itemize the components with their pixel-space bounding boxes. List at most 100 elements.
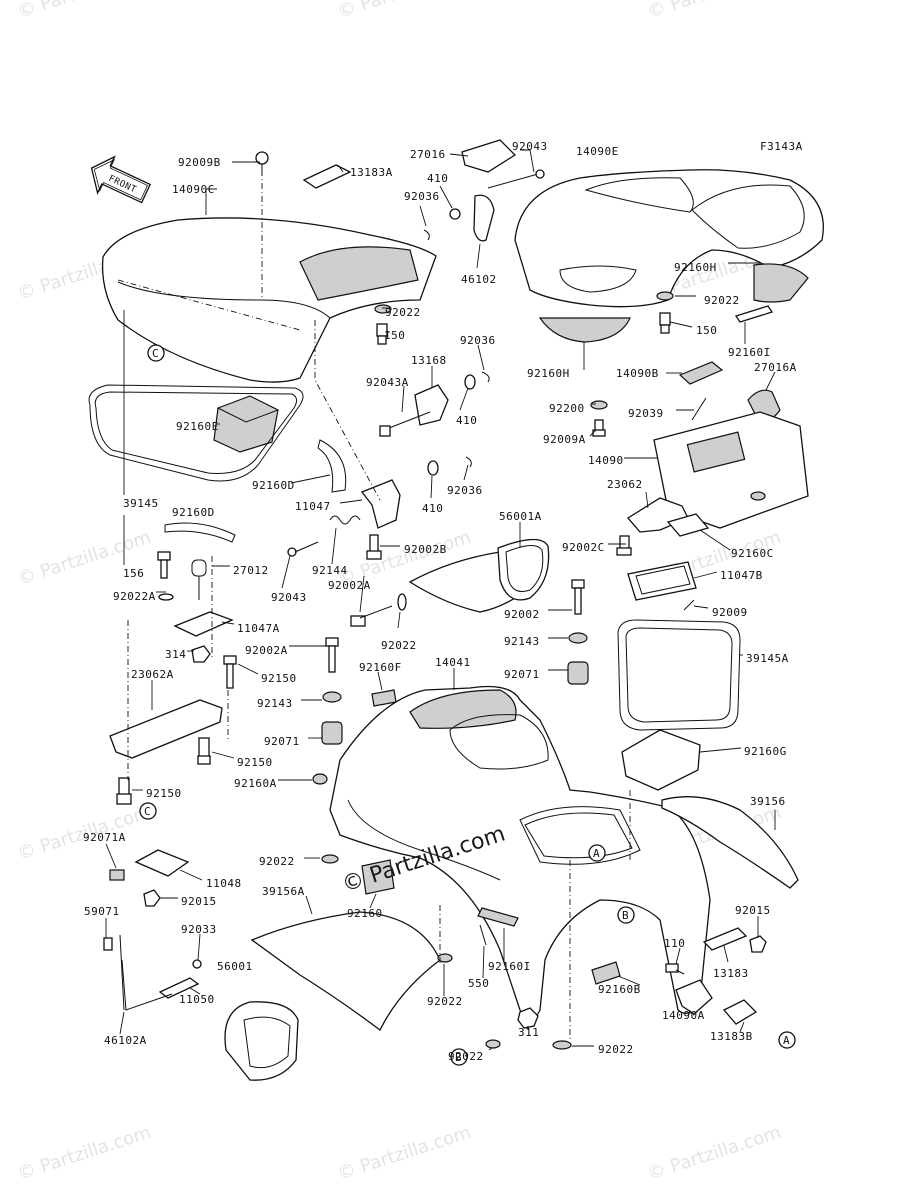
bracket-14090a	[675, 979, 713, 1015]
part-label: 11050	[179, 993, 215, 1006]
part-label: 23062	[607, 478, 643, 491]
frame-11047b	[627, 561, 697, 601]
part-label: 11047B	[720, 569, 763, 582]
clip-92036b	[481, 371, 490, 383]
part-label: 92009	[712, 606, 748, 619]
part-label: 92036	[460, 334, 496, 347]
washer-92022c	[656, 291, 674, 301]
pad-14090b	[678, 361, 724, 385]
bolt-92002b-icon	[366, 534, 382, 560]
washer-410b	[464, 374, 476, 390]
part-label: 14090E	[576, 145, 619, 158]
part-label: 92150	[237, 756, 273, 769]
watermark-text: © Partzilla.com	[645, 1122, 784, 1185]
callout-a2-icon: A	[778, 1031, 796, 1049]
bolt-92002a-icon	[350, 605, 393, 627]
pad-92160h-b	[538, 317, 631, 343]
part-label: 92043A	[366, 376, 409, 389]
hinge-23062a	[109, 699, 223, 759]
part-label: 14090C	[172, 183, 215, 196]
bolt-110-icon	[665, 963, 685, 975]
bolt-92150c-icon	[116, 777, 132, 805]
part-label: 92160C	[731, 547, 774, 560]
damper-92071b	[321, 721, 343, 745]
leader-lines	[105, 149, 776, 1051]
pin-550	[479, 924, 487, 946]
pin-92043b-icon	[287, 541, 319, 557]
part-label: 92150	[146, 787, 182, 800]
part-label: 92043	[512, 140, 548, 153]
nut-314-icon	[191, 645, 211, 663]
seat-cover-14090c	[101, 170, 437, 383]
svg-text:B: B	[455, 1051, 462, 1064]
part-label: 92143	[257, 697, 293, 710]
part-label: 92022	[427, 995, 463, 1008]
washer-410	[449, 208, 461, 220]
callout-b-icon: B	[617, 906, 635, 924]
part-label: 92002C	[562, 541, 605, 554]
mirror-56001	[224, 1001, 299, 1081]
part-label: 92160F	[359, 661, 402, 674]
bushing-92143b	[322, 691, 342, 703]
washer-92022e	[437, 953, 453, 963]
washer-92022	[374, 304, 392, 314]
screw-92009a-icon	[592, 419, 606, 437]
part-label: 92160A	[234, 777, 277, 790]
bracket-13183a	[302, 164, 352, 189]
part-label: 39156	[750, 795, 786, 808]
part-label: 92009B	[178, 156, 221, 169]
watermark-text: © Partzilla.com	[15, 0, 154, 23]
washer-92022d	[321, 854, 339, 864]
watermark-text: © Partzilla.com	[15, 527, 154, 590]
clip-92036c	[465, 456, 472, 468]
part-label: 56001	[217, 960, 253, 973]
hinge-46102	[473, 194, 495, 242]
pad-92160b	[591, 961, 621, 985]
part-label: 27016	[410, 148, 446, 161]
watermark-text: © Partzilla.com	[15, 1122, 154, 1185]
part-label: 92160H	[527, 367, 570, 380]
svg-text:C: C	[144, 805, 151, 818]
part-label: 92022	[448, 1050, 484, 1063]
clip-92071a	[109, 869, 125, 881]
part-label: 410	[427, 172, 448, 185]
bracket-11047a	[173, 611, 234, 637]
pad-92160f	[371, 689, 397, 707]
callout-c-icon: C	[147, 344, 165, 362]
svg-text:B: B	[622, 909, 629, 922]
part-label: 14090B	[616, 367, 659, 380]
screw-92009-icon	[683, 599, 695, 611]
part-label: 39145	[123, 497, 159, 510]
strip-92160d	[317, 439, 347, 493]
washer-92022b	[397, 593, 407, 611]
part-label: 311	[518, 1026, 539, 1039]
console-14090e	[514, 169, 824, 308]
part-label: 11047	[295, 500, 331, 513]
part-label: 14090	[588, 454, 624, 467]
hinge-13168	[379, 384, 449, 437]
bolt-150-icon	[376, 323, 388, 345]
part-label: F3143A	[760, 140, 803, 153]
bushing-92143	[568, 632, 588, 644]
screw-92009b-icon	[255, 151, 269, 176]
gasket-92160c	[666, 513, 710, 537]
part-label: 92036	[447, 484, 483, 497]
eyebolt-27012	[191, 559, 207, 600]
strip-92160d-b	[164, 522, 236, 543]
callout-circles: C C A B B A	[139, 344, 796, 1066]
washer-92022a	[158, 593, 174, 601]
lid-14090	[653, 411, 809, 529]
part-label: 92150	[261, 672, 297, 685]
part-label: 92160D	[172, 506, 215, 519]
part-label: 92039	[628, 407, 664, 420]
watermark-text: © Partzilla.com	[335, 0, 474, 23]
part-label: 314	[165, 648, 186, 661]
nut-92015b-icon	[143, 889, 161, 907]
part-label: 92015	[735, 904, 771, 917]
pad-92160e	[213, 395, 279, 453]
front-arrow-icon: FRONT	[90, 155, 152, 204]
part-label: 150	[384, 329, 405, 342]
part-label: 92022	[704, 294, 740, 307]
part-label: 56001A	[499, 510, 542, 523]
